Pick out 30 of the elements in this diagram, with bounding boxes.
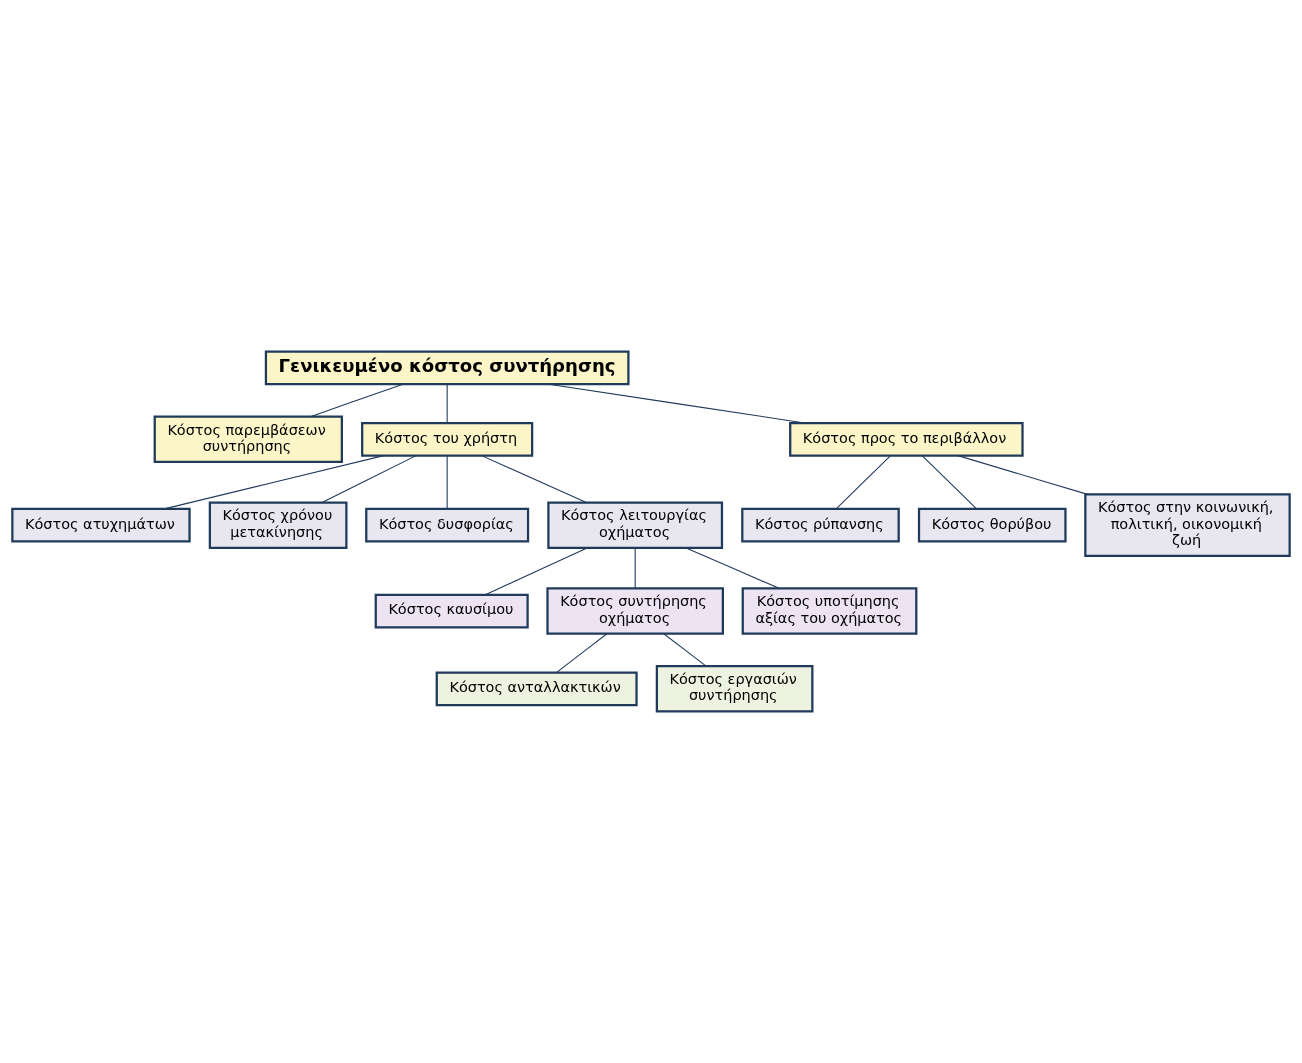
connector [634,547,636,589]
connector [446,455,448,510]
node-box: Κόστος του χρήστη [361,421,534,457]
connector [556,633,608,673]
node-box: Κόστος ρύπανσης [741,507,900,543]
connector [957,455,1089,495]
node-box: Κόστος ατυχημάτων [11,507,191,543]
connector [163,455,385,510]
connector [684,547,780,589]
connector [835,455,892,510]
connector [481,455,587,503]
connector [446,383,448,424]
connector [921,455,977,510]
node-box: Κόστος καυσίμου [374,593,529,629]
node-box: Κόστος χρόνου μετακίνησης [208,501,348,549]
node-box: Κόστος υποτίμησης αξίας του οχήματος [741,587,918,635]
connector [663,633,707,667]
node-box: Κόστος συντήρησης οχήματος [546,587,724,635]
node-box: Κόστος δυσφορίας [365,507,530,543]
node-box: Κόστος παρεμβάσεων συντήρησης [153,415,343,464]
connector [309,383,404,418]
node-box: Κόστος στην κοινωνική, πολιτική, οικονομική ζωή [1084,493,1291,558]
node-box: Κόστος εργασιών συντήρησης [655,665,814,713]
node-box: Κόστος θορύβου [917,507,1067,543]
connector [321,455,417,503]
node-box: Γενικευμένο κόστος συντήρησης [264,350,630,386]
connector [484,547,589,596]
node-box: Κόστος ανταλλακτικών [435,671,638,707]
node-box: Κόστος λειτουργίας οχήματος [547,501,724,549]
node-box: Κόστος προς το περιβάλλον [789,421,1024,457]
